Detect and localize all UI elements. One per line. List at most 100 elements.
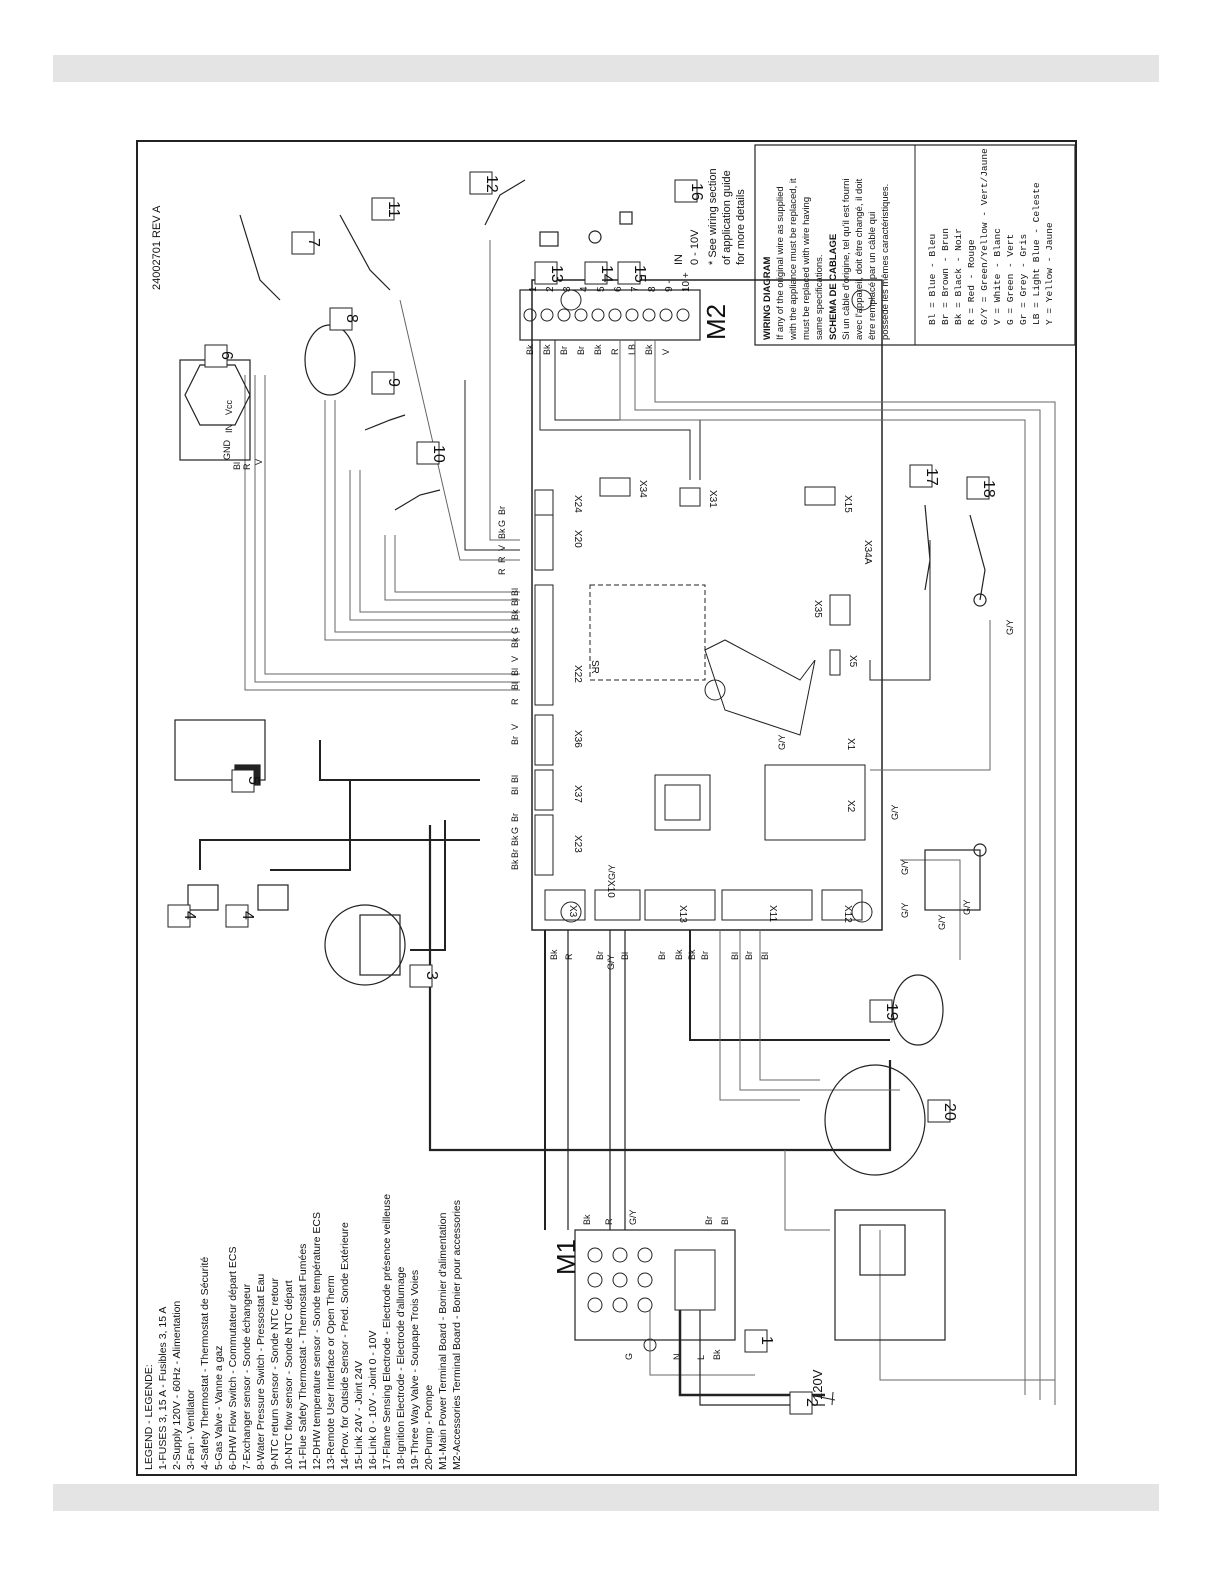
component-number: 12 [483,175,500,193]
color-code: Y = Yellow - Jaune [1044,222,1055,325]
label-sr: SR [589,660,600,674]
wire-label: V [254,459,264,465]
wire [879,1230,1055,1381]
wire-label: R [497,556,507,563]
num-box [225,904,249,928]
label-x13: X13 [677,905,688,923]
wire-label: R [564,953,574,960]
m2-terminal: 6 [613,286,624,292]
note-text-fr: être remplacé par un câble qui [867,212,878,340]
wire [384,535,520,601]
num-box [204,344,228,368]
color-code: Br = Brown - Brun [940,228,951,325]
num-box [416,441,440,465]
component-number: 8 [343,314,360,323]
m1-wire: G/Y [628,1209,638,1225]
wire-label: G/Y [937,914,947,930]
three-way-valve-icon [892,974,944,1046]
m1-screw [637,1272,653,1288]
label-x36: X36 [572,730,583,748]
ground-icon [973,843,987,857]
wire [719,930,800,1101]
display-module-icon [834,1209,946,1341]
m2-screw [625,308,639,322]
legend-item: 10-NTC flow sensor - Sonde NTC départ [283,1280,295,1470]
connector-x20 [534,489,554,571]
legend-item: 16-Link 0 - 10V - Joint 0 - 10V [367,1331,379,1471]
drawing-ref: 24002701 REV A [151,205,163,290]
wire-label: Vcc [224,399,234,415]
m1-wire: G [624,1353,634,1360]
m1-wire: Bk [582,1214,592,1225]
legend-item: 14-Prov. for Outside Sensor - Pred. Sond… [339,1222,351,1470]
gas-valve-icon [174,719,266,781]
see-note: for more details [735,189,747,265]
color-code: Gr = Grey - Gris [1018,234,1029,325]
m1-wire: Bl [720,1217,730,1225]
ignition-electrode-icon [969,514,986,601]
label-x1: X1 [845,738,856,751]
wire-label: G/Y [777,734,787,750]
pump-icon [824,1064,926,1176]
label-x35: X35 [812,600,823,618]
component-number: 18 [980,480,997,498]
m2-terminal: 8 [647,286,658,292]
connector-x13 [644,889,716,921]
component-number: 13 [548,265,565,283]
component-number: 14 [598,265,615,283]
note-text-en: must be replaced with wire having [801,197,812,340]
transformer-core [664,784,701,821]
m2-screw [557,308,571,322]
m2-wire: Bk [525,344,535,355]
wire [410,820,446,951]
wiring [199,240,1056,1406]
color-code: LB = Light Blue - Celeste [1031,182,1042,325]
mount-hole [560,289,582,311]
wire [324,400,520,641]
label-x34a: X34A [862,540,873,565]
label-x20: X20 [572,530,583,548]
label-x11: X11 [767,905,778,922]
wire-label: Bl [730,952,740,960]
wire-label: GND [222,440,232,461]
m2-screw [659,308,673,322]
m2-wire: Bk [542,344,552,355]
wire [464,380,520,551]
flue-thermostat-icon [339,214,391,291]
wire [759,930,820,1081]
component-number: 2 [803,1398,820,1407]
label-x24: X24 [572,495,583,513]
safety-thermostat-icon [257,884,289,911]
legend-item: 13-Remote User Interface or Open Therm [325,1275,337,1470]
wire [428,825,892,1152]
note-text-en: same specifications. [814,254,825,340]
wire-label: G/Y [607,864,617,880]
wire [619,340,1026,1395]
m1-screw [612,1297,628,1313]
wire [689,930,890,1041]
wire [654,340,1056,1405]
label-x3: X3 [567,905,578,918]
wire-label: G [497,520,507,527]
wire-label: G/Y [900,859,910,875]
legend-title: LEGEND - LEGENDE: [143,1364,155,1470]
wire [869,540,931,681]
legend-item: 8-Water Pressure Switch - Pressostat Eau [255,1274,267,1470]
m2-terminal: 1 [528,286,539,292]
connector-x3 [544,889,586,921]
m1-wire: R [604,1218,614,1225]
legend-item: 4-Safety Thermostat - Thermostat de Sécu… [199,1257,211,1470]
color-code: R = Red - Rouge [966,239,977,325]
num-box [927,1099,951,1123]
m2-terminal: 10 + [681,272,692,292]
m2-wire: Br [559,346,569,355]
color-code: G = Green - Vert [1005,234,1016,325]
component-numbers: 1 2 3 4 4 5 6 7 8 9 10 11 12 13 14 15 16… [167,171,997,1415]
footer-band [53,1484,1159,1511]
m1-terminal-block: M1 Bk R G/Y Br Bl N L G Bk 120V [551,1209,836,1406]
diagram-frame [136,140,1077,1476]
num-box [744,1329,768,1353]
wire [244,375,520,691]
component-number: 7 [305,238,322,247]
link-24v-icon [619,211,633,225]
